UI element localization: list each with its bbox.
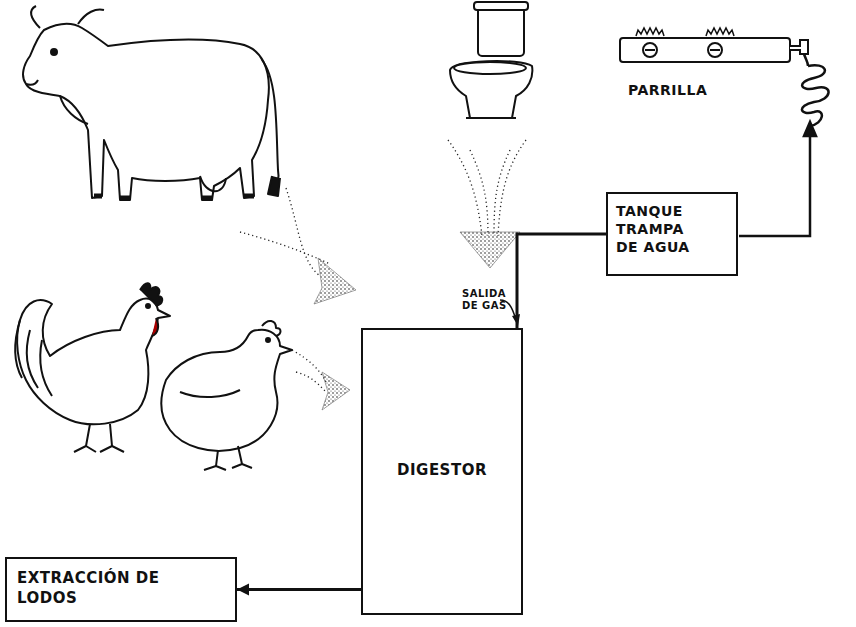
stove-drawing <box>620 28 808 62</box>
box-text: EXTRACCIÓN DE LODOS <box>17 569 167 608</box>
connector-line <box>517 234 606 328</box>
box-label: DIGESTOR <box>373 461 511 481</box>
box-label: EXTRACCIÓN DE LODOS <box>17 569 167 608</box>
digester-box: DIGESTOR <box>361 328 523 615</box>
sludge-box: EXTRACCIÓN DE LODOS <box>5 557 237 622</box>
box-text: DIGESTOR <box>373 461 511 481</box>
stove-label: PARRILLA <box>628 82 748 98</box>
box-text: TANQUE TRAMPA DE AGUA <box>616 202 704 257</box>
rooster-drawing <box>15 283 170 452</box>
label-text: PARRILLA <box>628 82 748 98</box>
water-trap-box: TANQUE TRAMPA DE AGUA <box>606 192 738 276</box>
connector <box>237 584 361 596</box>
connector-line <box>237 588 361 591</box>
arrowhead <box>237 584 249 596</box>
label-text: SALIDA DE GAS <box>462 288 520 311</box>
gas-hose <box>739 54 829 236</box>
box-label: TANQUE TRAMPA DE AGUA <box>616 202 704 257</box>
cow-drawing <box>23 6 280 200</box>
gas-outlet-label: SALIDA DE GAS <box>462 288 520 311</box>
hen-drawing <box>161 321 292 470</box>
connector <box>517 234 606 328</box>
toilet-drawing <box>450 2 532 118</box>
